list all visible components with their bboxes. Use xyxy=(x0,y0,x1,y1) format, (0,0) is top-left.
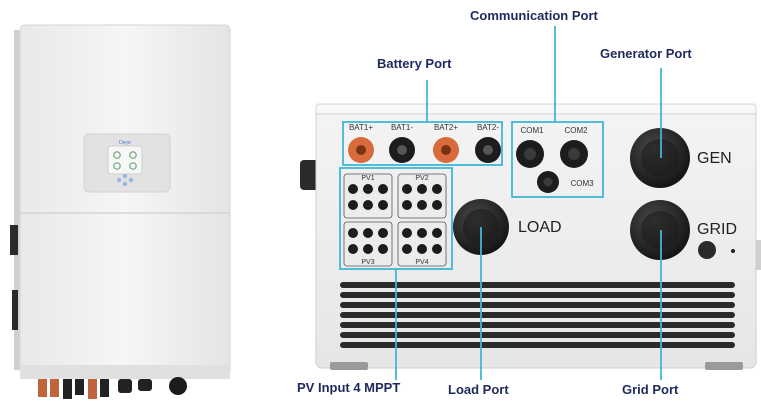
pv-connector-icon xyxy=(378,184,388,194)
status-indicator-icon xyxy=(129,151,137,159)
com3-label: COM3 xyxy=(570,179,594,188)
com-ports: COM1 COM2 COM3 xyxy=(516,126,594,193)
grid-port-callout: Grid Port xyxy=(622,382,679,397)
pv-input-callout: PV Input 4 MPPT xyxy=(297,380,401,395)
pv-connector-icon xyxy=(378,228,388,238)
terminal-label-bat2-plus: BAT2+ xyxy=(434,123,458,132)
pv-connector-icon xyxy=(402,228,412,238)
brand-logo: Deye xyxy=(119,140,131,146)
terminal-label-bat1-plus: BAT1+ xyxy=(349,123,373,132)
pv-connector-icon xyxy=(402,200,412,210)
load-port-callout: Load Port xyxy=(448,382,509,397)
terminal-label-bat2-minus: BAT2- xyxy=(477,123,499,132)
control-button-icon xyxy=(122,181,128,187)
pv-connector-icon xyxy=(378,200,388,210)
battery-terminals: BAT1+ BAT1- BAT2+ BAT2- xyxy=(348,123,501,163)
grid-small-gland-icon xyxy=(698,241,716,259)
indicator-dot-icon xyxy=(731,249,735,253)
inverter-front-view: Deye xyxy=(10,24,231,399)
pv-connector-icon xyxy=(348,200,358,210)
pv-connector-icon xyxy=(417,200,427,210)
connector-icon xyxy=(38,379,47,397)
connector-icon xyxy=(88,379,97,399)
status-indicator-icon xyxy=(113,162,121,170)
connector-icon xyxy=(118,379,132,393)
pv-connector-icon xyxy=(348,184,358,194)
pv4-label: PV4 xyxy=(415,259,428,266)
connector-icon xyxy=(63,379,72,399)
com2-label: COM2 xyxy=(564,126,588,135)
pv2-label: PV2 xyxy=(415,175,428,182)
generator-port-callout: Generator Port xyxy=(600,46,692,61)
pv-connector-icon xyxy=(417,228,427,238)
connector-icon xyxy=(75,379,84,395)
pv-connector-icon xyxy=(363,244,373,254)
pv-connector-icon xyxy=(432,184,442,194)
pv-connector-grid: PV1 PV2 PV3 PV4 xyxy=(343,173,447,267)
pv-connector-icon xyxy=(363,200,373,210)
pv-connector-icon xyxy=(363,184,373,194)
battery-port-highlight xyxy=(342,121,503,166)
pv-connector-icon xyxy=(363,228,373,238)
control-button-icon xyxy=(116,177,122,183)
communication-port-callout: Communication Port xyxy=(470,8,598,23)
pv-connector-icon xyxy=(432,228,442,238)
gland-icon xyxy=(169,377,187,395)
pv-connector-icon xyxy=(378,244,388,254)
grid-port-label: GRID xyxy=(697,221,737,238)
communication-port-highlight xyxy=(511,121,604,198)
generator-port-label: GEN xyxy=(697,150,732,167)
pv-connector-icon xyxy=(417,184,427,194)
connector-icon xyxy=(138,379,152,391)
pv1-label: PV1 xyxy=(361,175,374,182)
pv-connector-icon xyxy=(417,244,427,254)
pv-connector-icon xyxy=(348,244,358,254)
connector-icon xyxy=(100,379,109,397)
vent-grille xyxy=(340,282,735,348)
terminal-label-bat1-minus: BAT1- xyxy=(391,123,413,132)
pv-connector-icon xyxy=(402,244,412,254)
port-panel-view: BAT1+ BAT1- BAT2+ BAT2- COM1 COM2 COM3 P… xyxy=(300,103,761,370)
connector-icon xyxy=(50,379,59,397)
pv-connector-icon xyxy=(432,200,442,210)
load-port-label: LOAD xyxy=(518,219,562,236)
status-indicator-icon xyxy=(129,162,137,170)
status-indicator-icon xyxy=(113,151,121,159)
pv3-label: PV3 xyxy=(361,259,374,266)
com1-label: COM1 xyxy=(520,126,544,135)
battery-port-callout: Battery Port xyxy=(377,56,452,71)
pv-connector-icon xyxy=(348,228,358,238)
pv-connector-icon xyxy=(432,244,442,254)
pv-connector-icon xyxy=(402,184,412,194)
control-button-icon xyxy=(128,177,134,183)
callout-leaders xyxy=(339,26,662,380)
control-button-icon xyxy=(122,173,128,179)
